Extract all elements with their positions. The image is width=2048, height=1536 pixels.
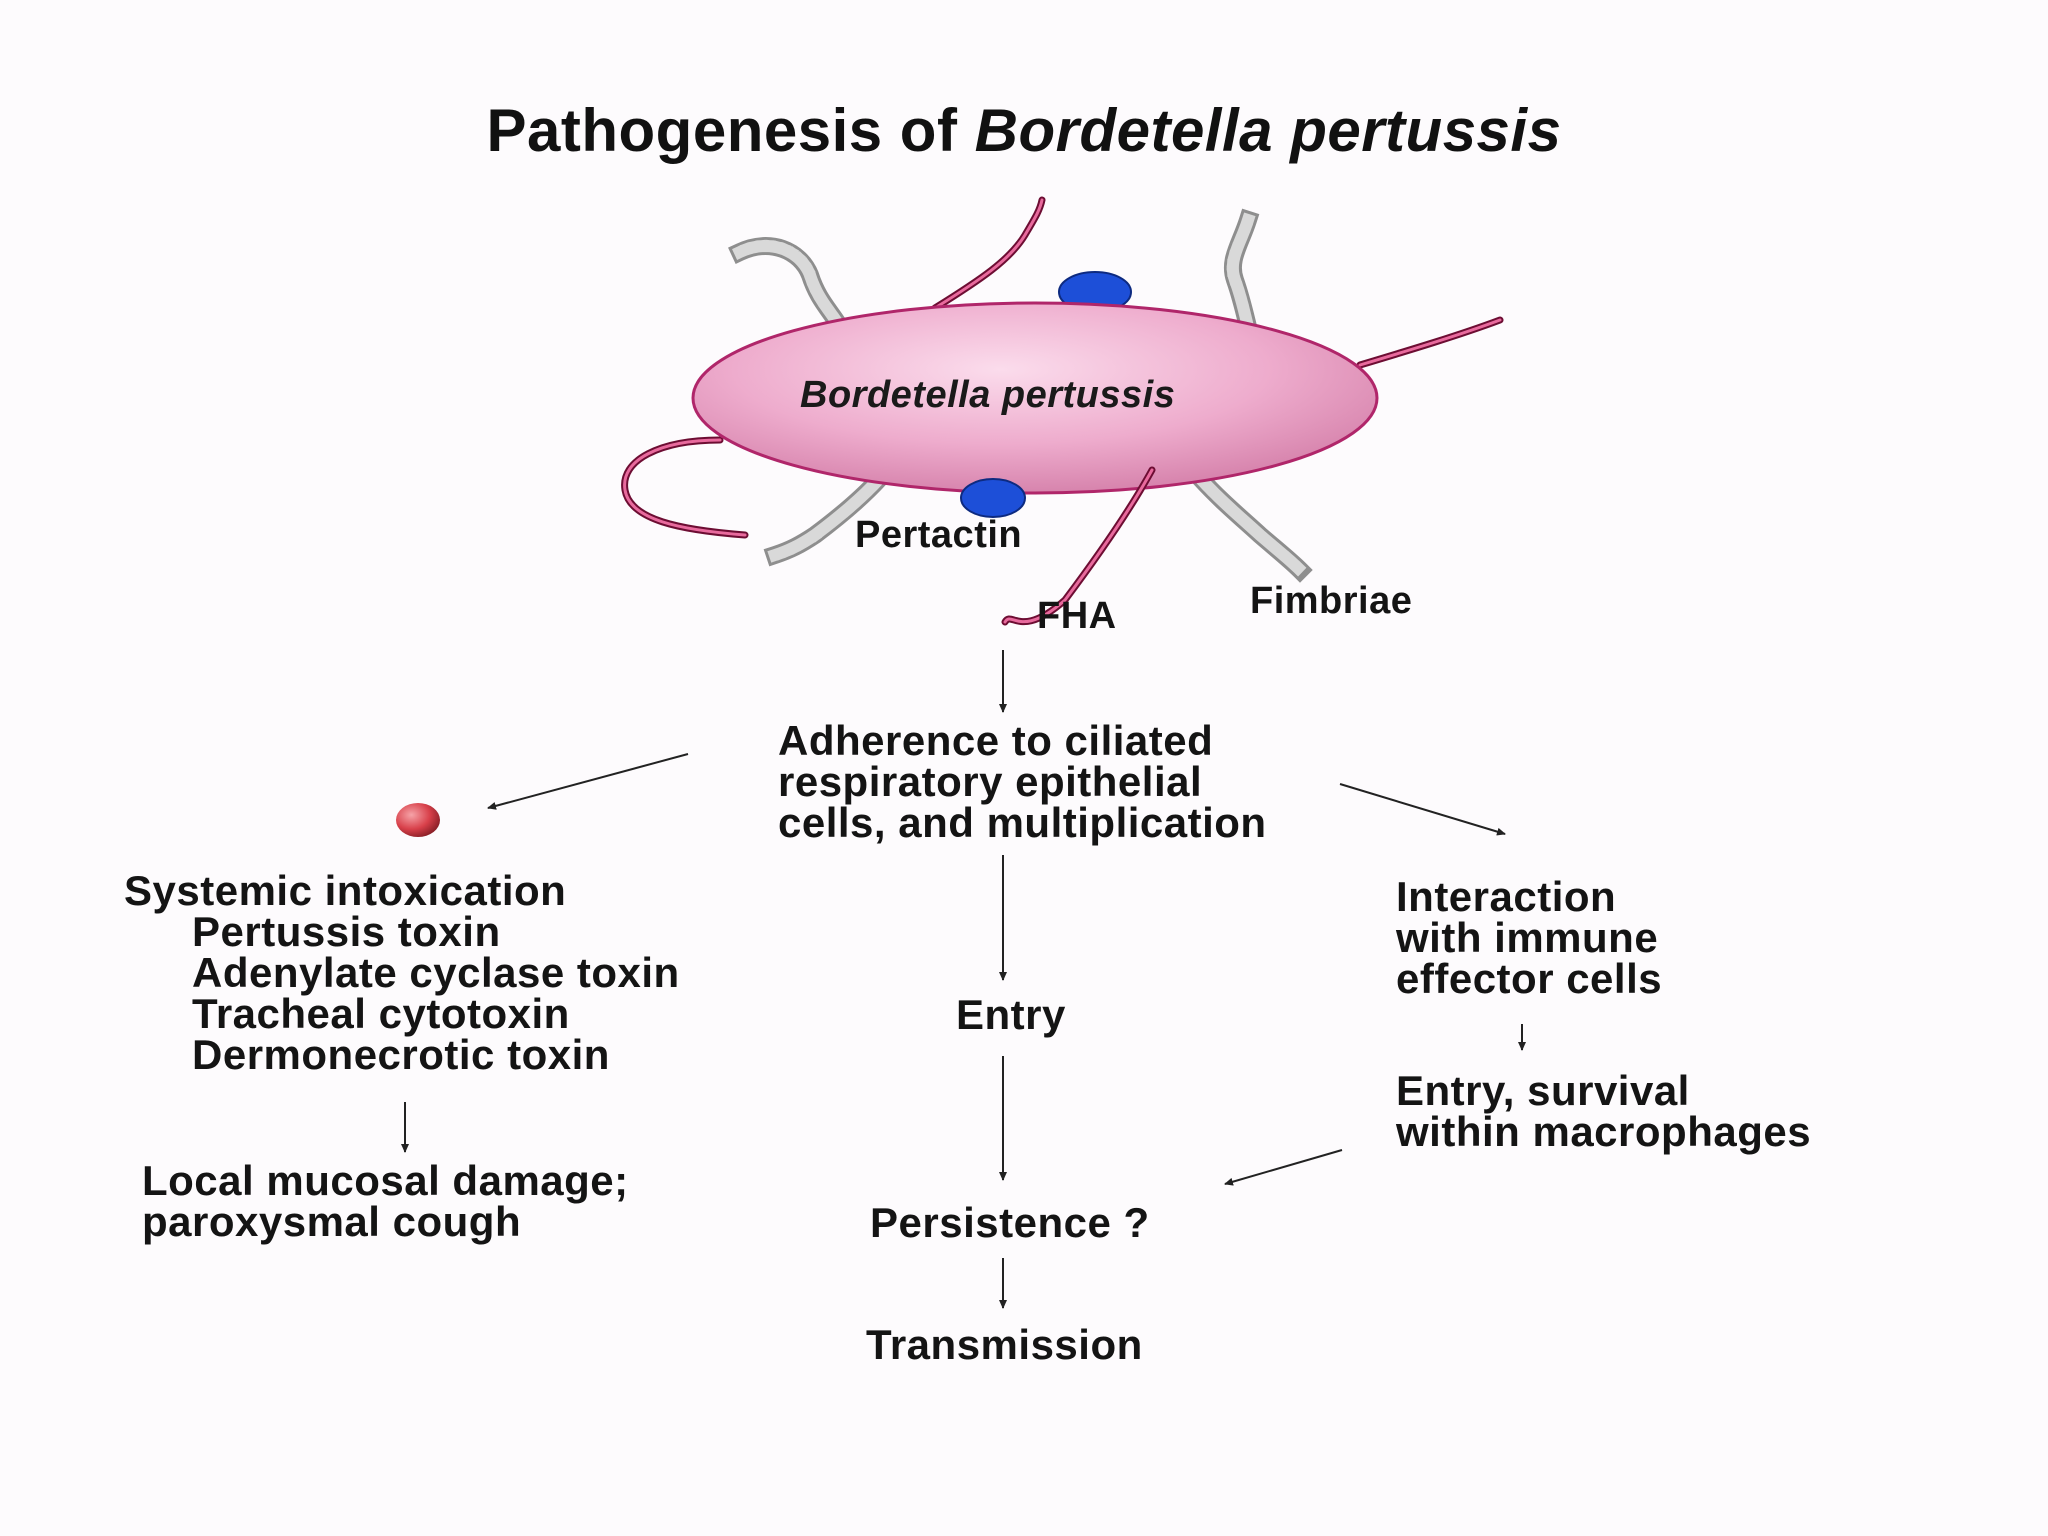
persistence-label: Persistence ? xyxy=(870,1199,1150,1246)
macrophage-line: Entry, survival xyxy=(1396,1067,1690,1114)
adherence-line: Adherence to ciliated xyxy=(778,717,1214,764)
bacterium-label: Bordetella pertussis xyxy=(800,374,1176,416)
fha-filament-front xyxy=(1001,466,1156,626)
title-prefix: Pathogenesis of xyxy=(486,97,975,164)
fha-filament-left xyxy=(621,436,749,539)
bacterium-cell-body xyxy=(691,301,1379,495)
toxin-item: Dermonecrotic toxin xyxy=(192,1031,610,1078)
local-damage-block: Local mucosal damage; paroxysmal cough xyxy=(142,1157,629,1245)
pertactin-bottom xyxy=(960,478,1026,518)
adherence-line: respiratory epithelial xyxy=(778,758,1203,805)
macrophage-line: within macrophages xyxy=(1396,1108,1812,1155)
arrow-adherence-to-toxin xyxy=(487,753,689,810)
transmission-label: Transmission xyxy=(866,1321,1143,1368)
immune-line: effector cells xyxy=(1396,955,1663,1002)
adherence-text: Adherence to ciliated respiratory epithe… xyxy=(778,717,1267,846)
local-damage-line: paroxysmal cough xyxy=(142,1198,522,1245)
fha-filaments-back xyxy=(621,196,1504,539)
fha-label: FHA xyxy=(1037,595,1117,637)
fha-filament-top xyxy=(931,196,1046,312)
fimbria-bottom-left xyxy=(763,465,893,567)
pertactin-label: Pertactin xyxy=(855,514,1023,556)
arrow-adherence-to-immune xyxy=(1339,783,1506,836)
systemic-heading: Systemic intoxication xyxy=(124,867,567,914)
fha-filament-right xyxy=(1356,316,1504,369)
flow-arrows xyxy=(401,650,1526,1309)
page-title: Pathogenesis of Bordetella pertussis xyxy=(0,96,2048,165)
immune-interaction-block: Interaction with immune effector cells xyxy=(1396,873,1663,1002)
local-damage-line: Local mucosal damage; xyxy=(142,1157,629,1204)
adherence-line: cells, and multiplication xyxy=(778,799,1267,846)
toxin-item: Pertussis toxin xyxy=(192,908,501,955)
systemic-intoxication-block: Systemic intoxication Pertussis toxin Ad… xyxy=(124,867,680,1078)
toxin-item: Tracheal cytotoxin xyxy=(192,990,570,1037)
macrophage-block: Entry, survival within macrophages xyxy=(1396,1067,1812,1155)
immune-line: Interaction xyxy=(1396,873,1617,920)
fimbriae-group xyxy=(728,208,1313,583)
fimbria-bottom-right xyxy=(1187,465,1313,583)
title-species: Bordetella pertussis xyxy=(974,97,1562,164)
arrow-macrophages-to-persistence xyxy=(1224,1149,1343,1186)
immune-line: with immune xyxy=(1396,914,1659,961)
toxin-dot xyxy=(396,803,440,837)
fimbria-top-left xyxy=(728,237,855,343)
fimbriae-label: Fimbriae xyxy=(1250,580,1413,622)
fimbria-top-right xyxy=(1223,208,1261,346)
toxin-item: Adenylate cyclase toxin xyxy=(192,949,680,996)
entry-label: Entry xyxy=(956,991,1066,1038)
